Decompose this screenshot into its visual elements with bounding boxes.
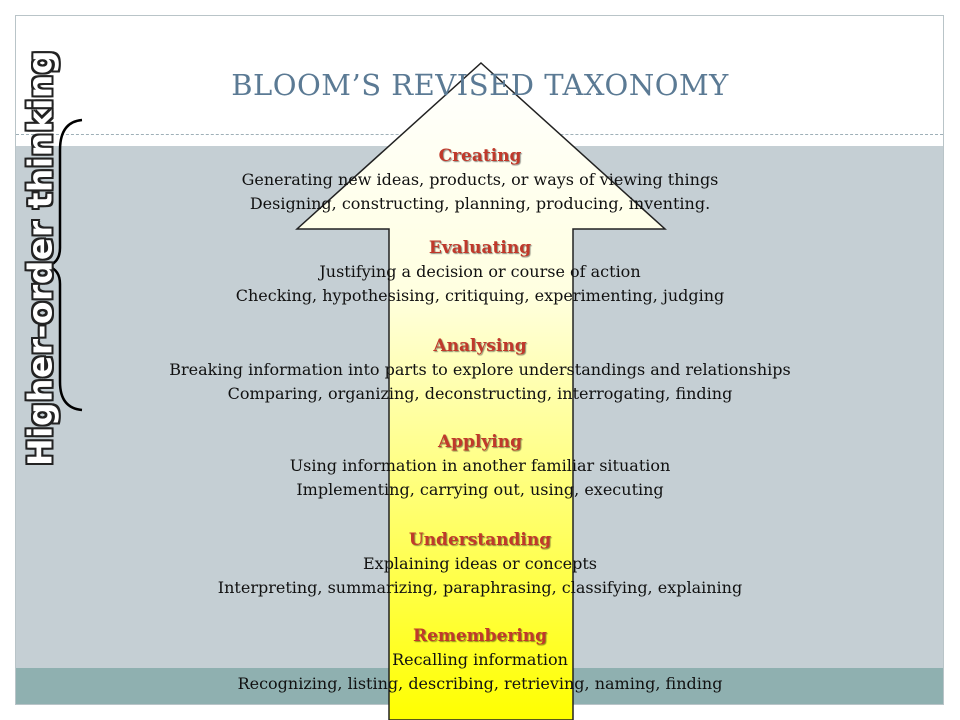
level-understanding: Understanding Explaining ideas or concep… [0,530,960,600]
level-description: Using information in another familiar si… [289,456,671,475]
level-verbs: Interpreting, summarizing, paraphrasing,… [217,578,743,597]
level-verbs: Designing, constructing, planning, produ… [249,194,711,213]
level-evaluating: Evaluating Justifying a decision or cour… [0,238,960,308]
level-name: Understanding [408,530,552,550]
level-analysing: Analysing Breaking information into part… [0,336,960,406]
level-description: Explaining ideas or concepts [362,554,597,573]
level-description: Breaking information into parts to explo… [169,360,791,379]
level-description: Recalling information [392,650,568,669]
level-name: Remembering [412,626,548,646]
level-name: Creating [438,146,522,166]
level-name: Evaluating [428,238,532,258]
higher-order-thinking-label: Higher-order thinking [20,49,60,467]
level-name: Applying [437,432,522,452]
level-applying: Applying Using information in another fa… [0,432,960,502]
level-description: Justifying a decision or course of actio… [319,262,641,281]
level-remembering: Remembering Recalling information Recogn… [0,626,960,696]
level-verbs: Comparing, organizing, deconstructing, i… [227,384,733,403]
page-title: BLOOM’S REVISED TAXONOMY [231,68,729,102]
level-verbs: Recognizing, listing, describing, retrie… [237,674,723,693]
level-name: Analysing [433,336,527,356]
level-creating: Creating Generating new ideas, products,… [0,146,960,216]
level-verbs: Implementing, carrying out, using, execu… [296,480,664,499]
level-verbs: Checking, hypothesising, critiquing, exp… [235,286,725,305]
level-description: Generating new ideas, products, or ways … [241,170,719,189]
